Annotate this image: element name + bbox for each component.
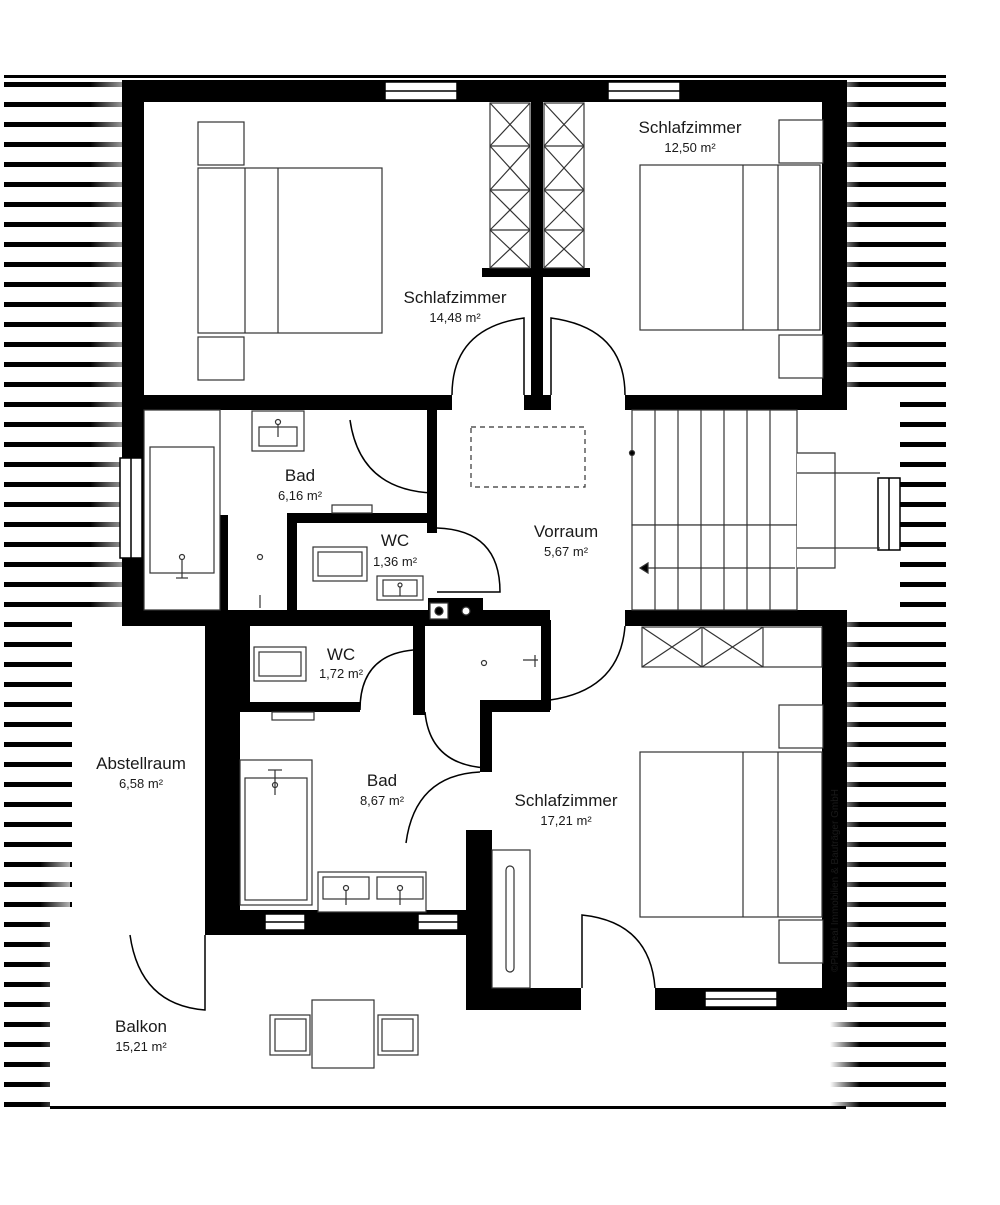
bed-bedroom-1 <box>197 121 383 381</box>
window-top-right <box>607 81 681 101</box>
room-name: Schlafzimmer <box>639 118 742 137</box>
outline-top <box>4 75 946 78</box>
room-area: 6,58 m² <box>119 776 164 791</box>
sink-bad-1 <box>251 410 305 452</box>
room-schlafzimmer-2: Schlafzimmer 12,50 m² <box>639 118 742 155</box>
tap-storage <box>523 655 538 667</box>
wardrobe-bedroom-1 <box>489 102 531 269</box>
window-right <box>877 477 901 551</box>
windows <box>119 81 901 1008</box>
room-name: Schlafzimmer <box>515 791 618 810</box>
room-name: Balkon <box>115 1017 167 1036</box>
desk-bedroom-3 <box>491 849 531 989</box>
room-wc-2: WC 1,72 m² <box>317 645 366 683</box>
door-balcony <box>129 934 206 1011</box>
window-bad2-2 <box>417 913 459 931</box>
door-bedroom-3 <box>581 914 656 989</box>
door-storage <box>424 711 488 769</box>
room-name: Schlafzimmer <box>404 288 507 307</box>
door-bedroom-1 <box>451 317 525 396</box>
chimney <box>429 602 471 620</box>
door-bad-1 <box>349 410 434 494</box>
room-name: WC <box>381 531 409 550</box>
room-vorraum: Vorraum 5,67 m² <box>534 522 598 559</box>
door-vorraum <box>549 625 626 701</box>
room-area: 15,21 m² <box>115 1039 167 1054</box>
room-area: 8,67 m² <box>360 793 405 808</box>
sink-wc-1 <box>376 575 424 601</box>
skylight-vorraum <box>470 426 586 488</box>
door-bad-2 <box>405 771 481 844</box>
bed-bedroom-2 <box>639 119 824 379</box>
window-bad2-1 <box>264 913 306 931</box>
room-area: 1,72 m² <box>319 666 364 681</box>
outline-bottom <box>50 1106 846 1109</box>
room-abstellraum: Abstellraum 6,58 m² <box>94 752 188 793</box>
window-left <box>119 457 143 559</box>
room-area: 17,21 m² <box>540 813 592 828</box>
room-name: Abstellraum <box>96 754 186 773</box>
room-labels: Schlafzimmer 14,48 m² Schlafzimmer 12,50… <box>94 118 742 1056</box>
double-sink-bad-2 <box>317 871 427 913</box>
floor-drain-storage <box>480 659 488 667</box>
wardrobe-bedroom-3 <box>641 626 823 668</box>
room-schlafzimmer-3: Schlafzimmer 17,21 m² <box>515 791 618 828</box>
room-area: 5,67 m² <box>544 544 589 559</box>
doors <box>129 317 656 1011</box>
door-bedroom-2 <box>550 317 626 396</box>
room-area: 1,36 m² <box>373 554 418 569</box>
door-wc-2 <box>359 649 414 711</box>
radiator-wc-2 <box>271 711 315 721</box>
bed-bedroom-3 <box>639 704 824 964</box>
radiator-bad-1 <box>331 504 373 514</box>
window-bedroom3 <box>704 990 778 1008</box>
copyright-notice: ©Planreal Immobilien & Bauträger GmbH <box>830 789 841 972</box>
room-area: 14,48 m² <box>429 310 481 325</box>
furniture <box>143 102 880 1069</box>
room-name: Bad <box>285 466 315 485</box>
shower-drain-bad-1 <box>256 553 264 561</box>
room-bad-1: Bad 6,16 m² <box>278 466 323 503</box>
bathtub-bad-1 <box>143 409 221 611</box>
toilet-wc-1 <box>312 546 368 582</box>
window-top-left <box>384 81 458 101</box>
door-wc-1 <box>436 527 501 593</box>
toilet-wc-2 <box>253 646 307 682</box>
room-name: WC <box>327 645 355 664</box>
room-balkon: Balkon 15,21 m² <box>113 1015 169 1056</box>
balcony-table-set <box>269 999 419 1069</box>
room-wc-1: WC 1,36 m² <box>371 531 420 571</box>
room-bad-2: Bad 8,67 m² <box>360 771 405 808</box>
wardrobe-bedroom-2 <box>543 102 585 269</box>
room-area: 12,50 m² <box>664 140 716 155</box>
staircase <box>628 409 880 611</box>
bathtub-bad-2 <box>239 759 313 906</box>
room-schlafzimmer-1: Schlafzimmer 14,48 m² <box>404 288 507 325</box>
room-name: Bad <box>367 771 397 790</box>
room-name: Vorraum <box>534 522 598 541</box>
room-area: 6,16 m² <box>278 488 323 503</box>
